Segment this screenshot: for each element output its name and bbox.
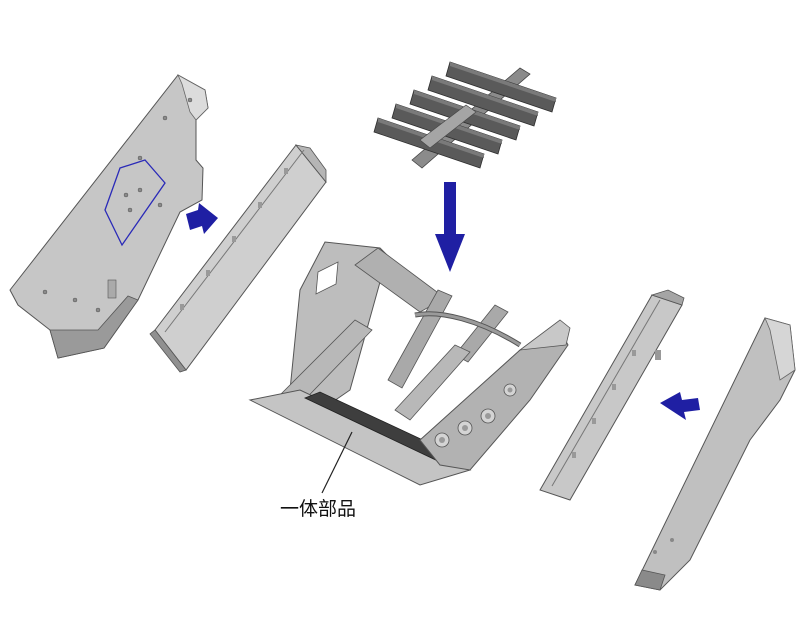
callout-label: 一体部品 <box>280 498 356 520</box>
left-inner-rail <box>149 144 327 373</box>
arrow-left-icon <box>660 392 700 420</box>
callout-leader-line <box>321 431 353 494</box>
left-outer-side-panel <box>9 74 209 359</box>
arrow-right-icon <box>186 203 218 234</box>
right-outer-side-panel <box>634 317 796 591</box>
arrow-down-icon <box>435 182 465 272</box>
central-frame-assembly <box>248 241 571 486</box>
right-inner-rail <box>539 289 685 501</box>
integrated-part-callout: 一体部品 <box>280 431 356 520</box>
marked-area-outline <box>104 159 166 247</box>
top-grille <box>373 61 557 169</box>
